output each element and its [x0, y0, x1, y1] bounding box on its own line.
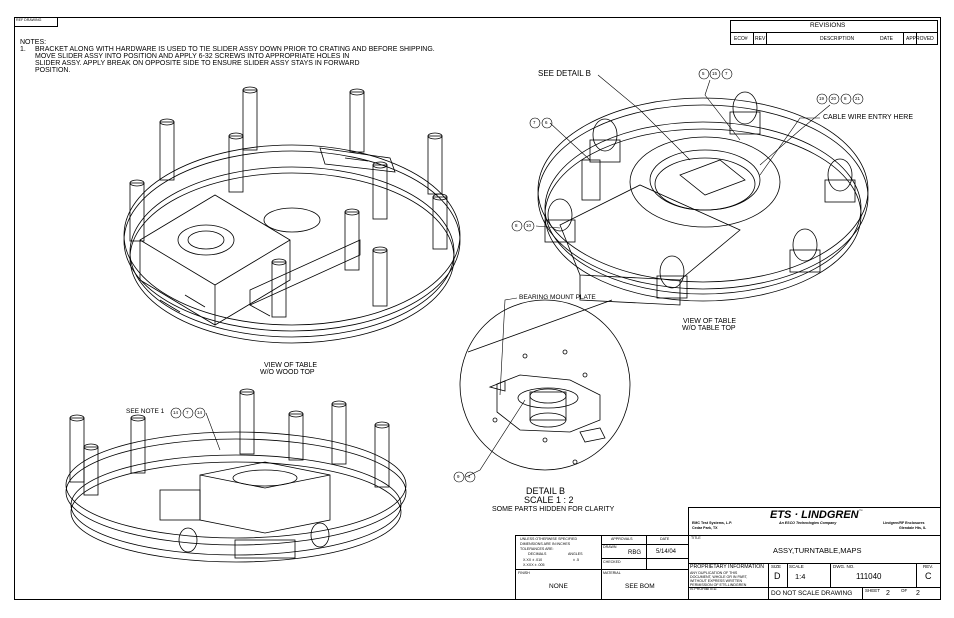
material-value: SEE BOM	[625, 583, 655, 590]
sheet-number: 2	[886, 590, 890, 597]
tolerance-line-3: TOLERANCES ARE:	[520, 547, 554, 551]
tolerance-line-1: UNLESS OTHERWISE SPECIFIED	[520, 537, 578, 541]
approvals-date-label: DATE	[660, 537, 670, 541]
bearing-plate-label: BEARING MOUNT PLATE	[519, 294, 596, 301]
drawn-label: DRAWN	[603, 545, 617, 549]
of-label: OF	[901, 588, 908, 593]
note-line-3: SLIDER ASSY. APPLY BREAK ON OPPOSITE SID…	[35, 60, 360, 67]
company-left-city: Cedar Park, TX	[692, 526, 718, 530]
balloon-7b: 7	[533, 120, 536, 125]
title-label: TITLE	[691, 536, 701, 540]
see-detail-label: SEE DETAIL B	[538, 69, 591, 78]
sheet-label: SHEET	[865, 588, 881, 593]
balloon-15: 15	[712, 71, 718, 76]
rev-col-date: DATE	[880, 36, 893, 42]
finish-value: NONE	[549, 583, 568, 590]
company-tagline: An ESCO Technologies Company	[779, 521, 837, 525]
balloon-21: 21	[855, 96, 861, 101]
rev-col-description: DESCRIPTION	[820, 36, 855, 42]
company-tm: ™	[859, 509, 863, 513]
drawn-date: 5/14/04	[656, 549, 677, 555]
detail-title: DETAIL B	[526, 486, 566, 496]
finish-label: FINISH	[518, 571, 530, 575]
balloon-8: 8	[844, 96, 847, 101]
company-right-name: Lindgren/RF Enclosures	[883, 521, 925, 525]
balloon-5: 5	[702, 71, 705, 76]
ref-drawing-box: REF DRAWING	[14, 17, 58, 27]
size-value: D	[774, 571, 781, 581]
dwg-no-value: 111040	[856, 572, 882, 581]
revisions-table: REVISIONS ECO# REV DESCRIPTION DATE APPR…	[730, 20, 938, 45]
proprietary-line-2: DOCUMENT, WHOLE OR IN PART,	[690, 575, 748, 579]
tolerance-angle-value: ± .5	[573, 558, 579, 562]
rev-col-approved: APPROVED	[906, 36, 934, 42]
proprietary-heading: PROPRIETARY INFORMATION	[690, 564, 764, 570]
tolerance-line-2: DIMENSIONS ARE IN INCHES	[520, 542, 571, 546]
balloon-9: 9	[457, 474, 460, 479]
balloon-14b: 14	[197, 410, 203, 415]
material-label: MATERIAL	[603, 571, 621, 575]
cable-entry-label: CABLE WIRE ENTRY HERE	[823, 114, 913, 121]
note-line-4: POSITION.	[35, 67, 71, 74]
proprietary-line-3: WITHOUT EXPRESS WRITTEN	[690, 579, 743, 583]
caption-top-left-1: VIEW OF TABLE	[264, 362, 318, 369]
scale-label: SCALE	[789, 564, 804, 569]
balloon-7: 7	[725, 71, 728, 76]
see-note-label: SEE NOTE 1	[126, 408, 165, 415]
company-logo: ETS · LINDGREN	[770, 509, 859, 521]
table-view-with-top	[65, 388, 407, 563]
tolerance-angles: ANGLES	[568, 552, 583, 556]
notes-heading: NOTES:	[20, 39, 47, 46]
dwg-no-label: DWG. NO.	[833, 564, 855, 569]
rev-label: REV.	[923, 564, 934, 569]
proprietary-line-4: PERMISSION OF ETS-LINDGREN	[690, 583, 747, 587]
approvals-label: APPROVALS	[611, 537, 633, 541]
rev-col-eco: ECO#	[734, 36, 748, 42]
drawing-border	[14, 17, 941, 600]
ref-drawing-label: REF DRAWING	[16, 18, 42, 22]
balloon-20: 20	[831, 96, 837, 101]
balloon-8b: 8	[515, 223, 518, 228]
scale-value: 1:4	[795, 572, 806, 581]
drawing-title: ASSY,TURNTABLE,MAPS	[773, 546, 862, 555]
company-left-name: EMC Test Systems, L.P.	[692, 521, 733, 525]
balloon-19: 19	[819, 96, 825, 101]
caption-top-right-1: VIEW OF TABLE	[683, 318, 737, 325]
rev-value: C	[925, 571, 932, 581]
balloon-14: 14	[173, 410, 179, 415]
detail-scale: SCALE 1 : 2	[524, 495, 574, 505]
proprietary-line-5: IS PROHIBITED.	[690, 587, 718, 591]
company-right-city: Glendale Hts, IL	[899, 526, 927, 530]
tolerance-decimals: DECIMALS	[528, 552, 547, 556]
detail-note: SOME PARTS HIDDEN FOR CLARITY	[492, 506, 615, 513]
caption-top-right-2: W/O TABLE TOP	[682, 325, 736, 332]
callout-balloons	[170, 68, 864, 483]
tolerance-xxx: X.XX ± .010	[523, 558, 543, 562]
balloon-7c: 7	[186, 410, 189, 415]
balloon-4: 4	[468, 474, 471, 479]
caption-top-left-2: W/O WOOD TOP	[260, 369, 315, 376]
rev-col-rev: REV	[755, 36, 766, 42]
tolerance-xxxx: X.XXX ± .005	[523, 563, 545, 567]
title-block: UNLESS OTHERWISE SPECIFIED DIMENSIONS AR…	[515, 507, 941, 600]
note-line-2: MOVE SLIDER ASSY INTO POSITION AND APPLY…	[35, 53, 350, 60]
do-not-scale: DO NOT SCALE DRAWING	[771, 590, 853, 597]
sheet-total: 2	[916, 590, 920, 597]
table-view-no-wood-top	[123, 86, 461, 344]
balloon-6: 6	[545, 120, 548, 125]
revisions-title: REVISIONS	[810, 22, 846, 29]
proprietary-line-1: ANY DUPLICATION OF THIS	[690, 571, 738, 575]
size-label: SIZE	[771, 564, 782, 569]
balloon-10: 10	[526, 223, 532, 228]
detail-b-view	[459, 299, 631, 471]
note-line-1: BRACKET ALONG WITH HARDWARE IS USED TO T…	[35, 46, 435, 53]
notes-item-number: 1.	[20, 46, 26, 53]
table-view-no-table-top	[537, 91, 869, 306]
drawn-by: RBG	[628, 550, 642, 556]
checked-label: CHECKED	[603, 560, 621, 564]
